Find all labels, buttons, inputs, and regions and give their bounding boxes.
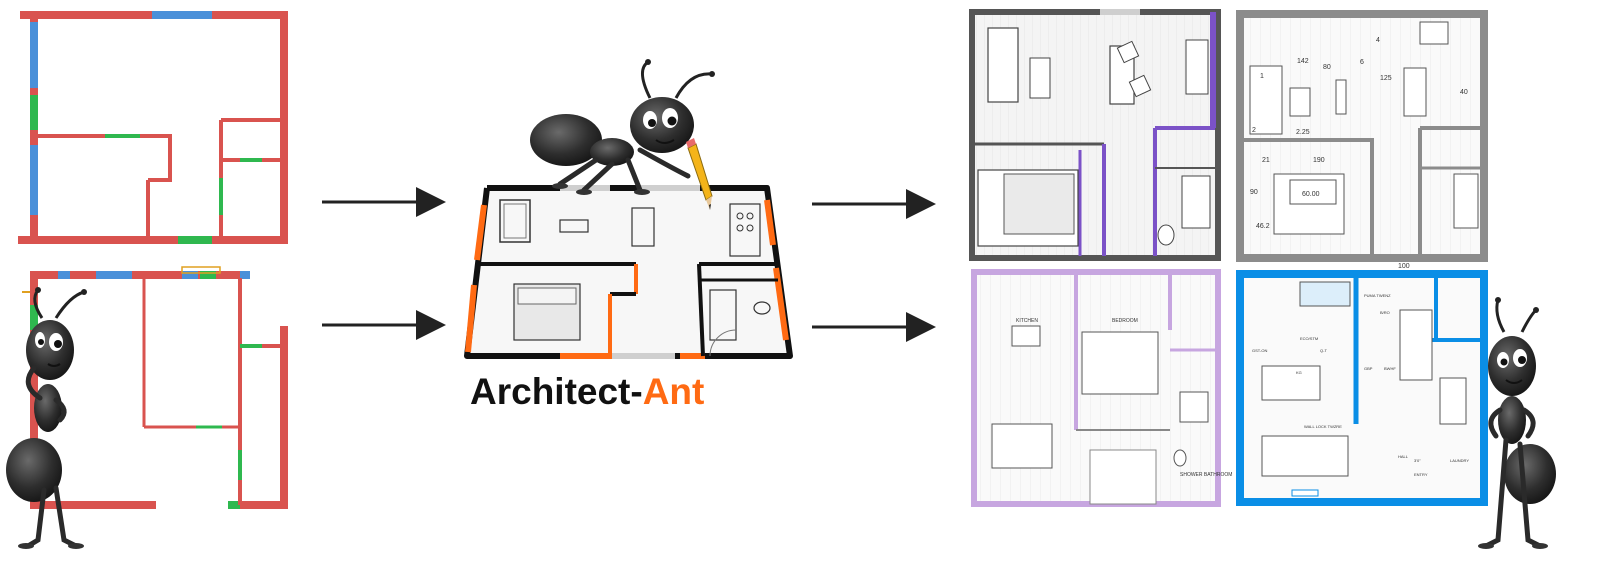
balcony-door-marker	[181, 266, 221, 274]
room-label: HALL	[1398, 454, 1409, 459]
room-label: BEDROOM	[1112, 318, 1138, 324]
dimension-label: 125	[1380, 75, 1392, 82]
room-number: 6	[1360, 59, 1364, 66]
room-label: Q-T	[1320, 348, 1327, 353]
logo-accent-text: Ant	[643, 371, 705, 412]
pencil-icon	[686, 138, 713, 210]
room-label: B/RO	[1380, 310, 1390, 315]
dimension-label: 46.2	[1256, 223, 1270, 230]
room-label: 3'0"	[1414, 458, 1421, 463]
room-number: 2	[1252, 127, 1256, 134]
room-label: LAUNDRY	[1450, 458, 1469, 463]
logo-main-text: Architect-	[470, 371, 643, 412]
ant-thinking-icon	[6, 287, 87, 549]
dimension-label: 90	[1250, 189, 1258, 196]
room-label: KITCHEN	[1016, 318, 1038, 324]
dimension-label: 80	[1323, 64, 1331, 71]
output-plan-1	[969, 9, 1221, 261]
ant-drawing-icon	[530, 59, 715, 195]
dimension-label: 142	[1297, 58, 1309, 65]
room-label: ECO/STM	[1300, 336, 1318, 341]
room-label: GBP	[1364, 366, 1373, 371]
room-label: GST-ON	[1252, 348, 1267, 353]
room-label: ENTRY	[1414, 472, 1428, 477]
dimension-label: 190	[1313, 157, 1325, 164]
room-label: WALL LOCK TWZRE	[1304, 424, 1342, 429]
output-plan-2: 142 80 125 2.25 21 190 90 46.2 60.00 100…	[1236, 10, 1488, 270]
dimension-label: 60.00	[1302, 191, 1320, 198]
room-label: SHOWER BATHROOM	[1180, 472, 1232, 478]
input-plan-top	[18, 11, 288, 244]
room-number: 4	[1376, 37, 1380, 44]
dimension-label: 100	[1398, 263, 1410, 270]
dimension-label: 21	[1262, 157, 1270, 164]
room-number: 40	[1460, 89, 1468, 96]
logo: Architect-Ant	[470, 371, 704, 412]
sofa-icon	[499, 199, 531, 243]
shower-icon	[709, 289, 737, 341]
toilet-icon	[753, 301, 771, 315]
room-label: PUMA TWENZ	[1364, 293, 1391, 298]
room-number: 1	[1260, 73, 1264, 80]
dimension-label: 2.25	[1296, 129, 1310, 136]
center-floor-plan	[464, 185, 793, 359]
kitchen-counter	[729, 203, 761, 257]
room-label: BWHF	[1384, 366, 1396, 371]
output-plan-4: PUMA TWENZ B/RO ECO/STM GST-ON Q-T KG GB…	[1236, 270, 1488, 506]
output-plan-3: KITCHEN BEDROOM SHOWER BATHROOM	[971, 269, 1232, 507]
room-label: KG	[1296, 370, 1302, 375]
logo-text: Architect-Ant	[470, 371, 704, 412]
ant-standing-icon	[1478, 297, 1556, 549]
